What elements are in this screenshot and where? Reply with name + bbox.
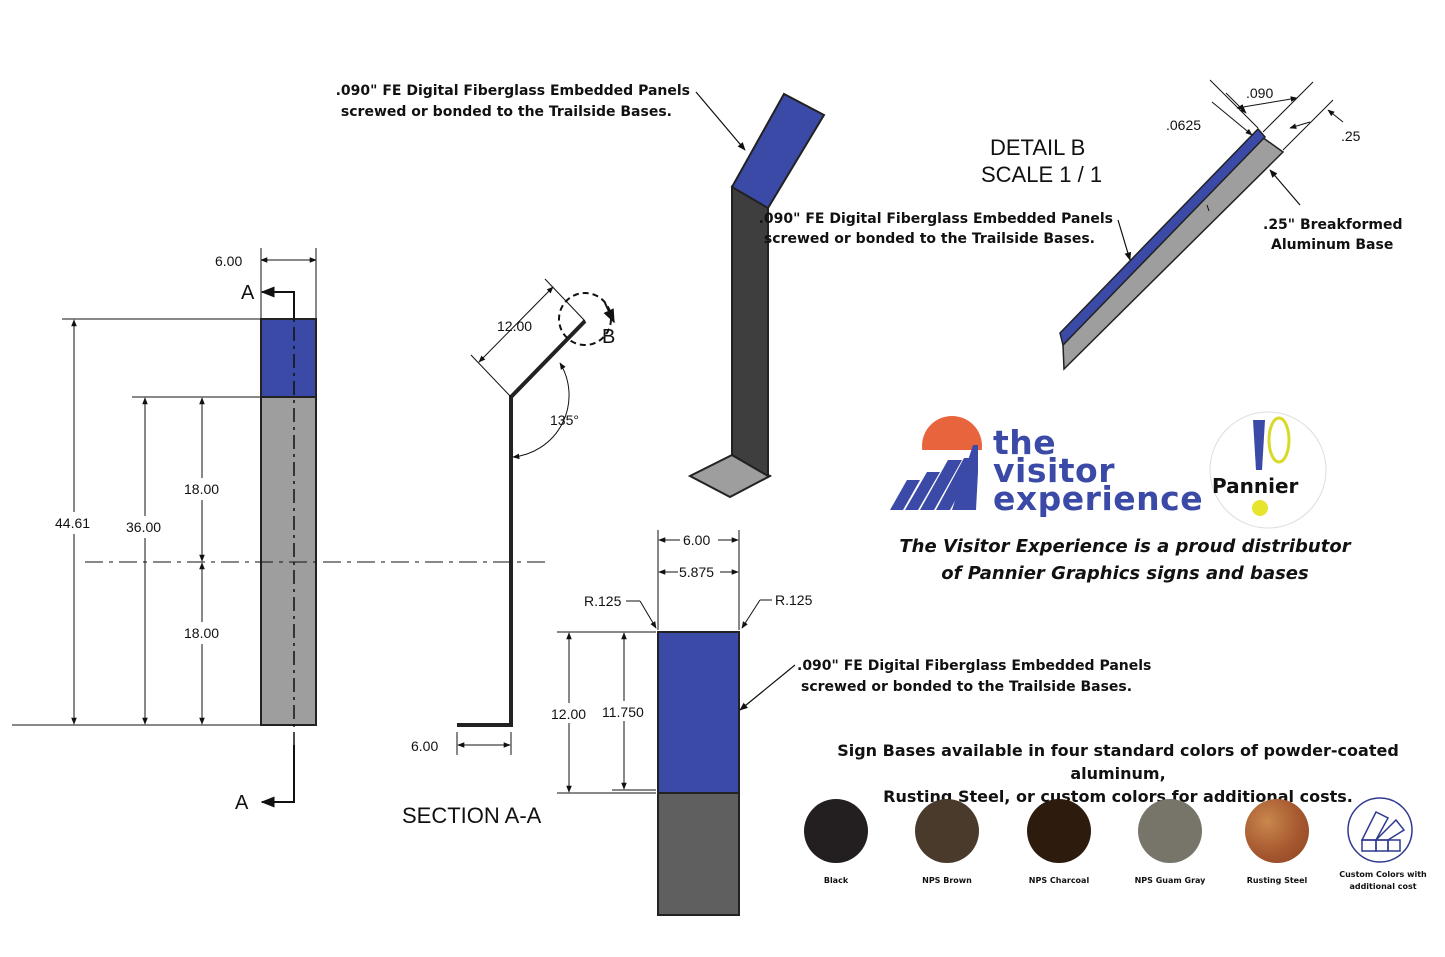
colors-heading-line1: Sign Bases available in four standard co… xyxy=(837,741,1399,783)
detail-title-line1: DETAIL B xyxy=(990,135,1085,160)
section-marker-top: A xyxy=(241,282,255,304)
detail-base-note-line2: Aluminum Base xyxy=(1271,237,1393,253)
width-dim: 6.00 xyxy=(215,253,242,269)
section-title: SECTION A-A xyxy=(402,803,542,828)
left-radius: R.125 xyxy=(584,593,622,609)
panel-face xyxy=(260,318,317,398)
tagline: The Visitor Experience is a proud distri… xyxy=(865,533,1385,587)
section-profile xyxy=(457,319,587,727)
custom-colors-label: Custom Colors with additional cost xyxy=(1328,869,1438,893)
tagline-line1: The Visitor Experience is a proud distri… xyxy=(899,536,1351,557)
dim-gap: .0625 xyxy=(1166,117,1201,133)
isometric-view: .090" FE Digital Fiberglass Embedded Pan… xyxy=(336,83,826,499)
right-radius: R.125 xyxy=(775,592,813,608)
detail-callout: B xyxy=(602,326,615,348)
inner-height-dim: 11.750 xyxy=(602,704,644,720)
swatch-label: NPS Guam Gray xyxy=(1134,876,1206,885)
inner-width-dim: 5.875 xyxy=(679,564,714,580)
visitor-experience-logo xyxy=(890,416,985,520)
iso-note-line2: screwed or bonded to the Trailside Bases… xyxy=(341,104,672,120)
left-elevation-view: A A 6.00 44.61 36.00 18.00 18.00 xyxy=(12,248,548,814)
custom-label-line2: additional cost xyxy=(1349,882,1417,891)
front-view: 6.00 5.875 R.125 R.125 12.00 11.750 .090… xyxy=(548,530,1151,916)
swatch-label: NPS Charcoal xyxy=(1028,876,1090,885)
section-a-a-view: 12.00 135° B 6.00 SECTION A-A xyxy=(402,278,615,828)
swatch-black xyxy=(804,799,868,863)
swatch-nps-charcoal xyxy=(1027,799,1091,863)
logo-line1: the xyxy=(993,423,1057,462)
detail-base-note-line1: .25" Breakformed xyxy=(1263,217,1403,233)
lower-half-dim: 18.00 xyxy=(184,625,219,641)
angle-dim: 135° xyxy=(550,412,579,428)
custom-label-line1: Custom Colors with xyxy=(1339,870,1427,879)
color-palette-icon xyxy=(1347,797,1413,863)
tagline-line2: of Pannier Graphics signs and bases xyxy=(941,563,1309,584)
colors-heading-line2: Rusting Steel, or custom colors for addi… xyxy=(883,787,1353,806)
logo-line3: experience xyxy=(993,479,1204,518)
outer-width-dim: 6.00 xyxy=(683,532,710,548)
detail-panel-note-line1: .090" FE Digital Fiberglass Embedded Pan… xyxy=(759,211,1113,227)
swatch-label: Black xyxy=(823,876,849,885)
upper-half-dim: 18.00 xyxy=(184,481,219,497)
detail-title-line2: SCALE 1 / 1 xyxy=(981,162,1102,187)
base-body xyxy=(260,396,317,726)
dim-base: .25 xyxy=(1341,128,1361,144)
foot-dim: 6.00 xyxy=(411,738,438,754)
detail-panel-note-line2: screwed or bonded to the Trailside Bases… xyxy=(764,231,1095,247)
panel-length-dim: 12.00 xyxy=(497,318,532,334)
overall-height-dim: 44.61 xyxy=(55,515,90,531)
section-marker-bottom: A xyxy=(235,792,249,814)
detail-b-view: DETAIL B SCALE 1 / 1 .090 .0625 .25 .090… xyxy=(759,79,1403,371)
pannier-logo: Pannier xyxy=(1209,411,1327,529)
swatch-label: Rusting Steel xyxy=(1246,876,1308,885)
pannier-wordmark: Pannier xyxy=(1212,474,1299,498)
colors-heading: Sign Bases available in four standard co… xyxy=(788,739,1445,808)
front-note-line1: .090" FE Digital Fiberglass Embedded Pan… xyxy=(797,658,1151,674)
logo-line2: visitor xyxy=(993,451,1115,490)
base-height-dim: 36.00 xyxy=(126,519,161,535)
iso-note-line1: .090" FE Digital Fiberglass Embedded Pan… xyxy=(336,83,690,99)
swatch-nps-brown xyxy=(915,799,979,863)
outer-height-dim: 12.00 xyxy=(551,706,586,722)
dim-panel: .090 xyxy=(1246,85,1273,101)
swatch-label: NPS Brown xyxy=(922,876,972,885)
swatch-nps-guam-gray xyxy=(1138,799,1202,863)
swatch-rusting-steel xyxy=(1245,799,1309,863)
front-note-line2: screwed or bonded to the Trailside Bases… xyxy=(801,679,1132,695)
